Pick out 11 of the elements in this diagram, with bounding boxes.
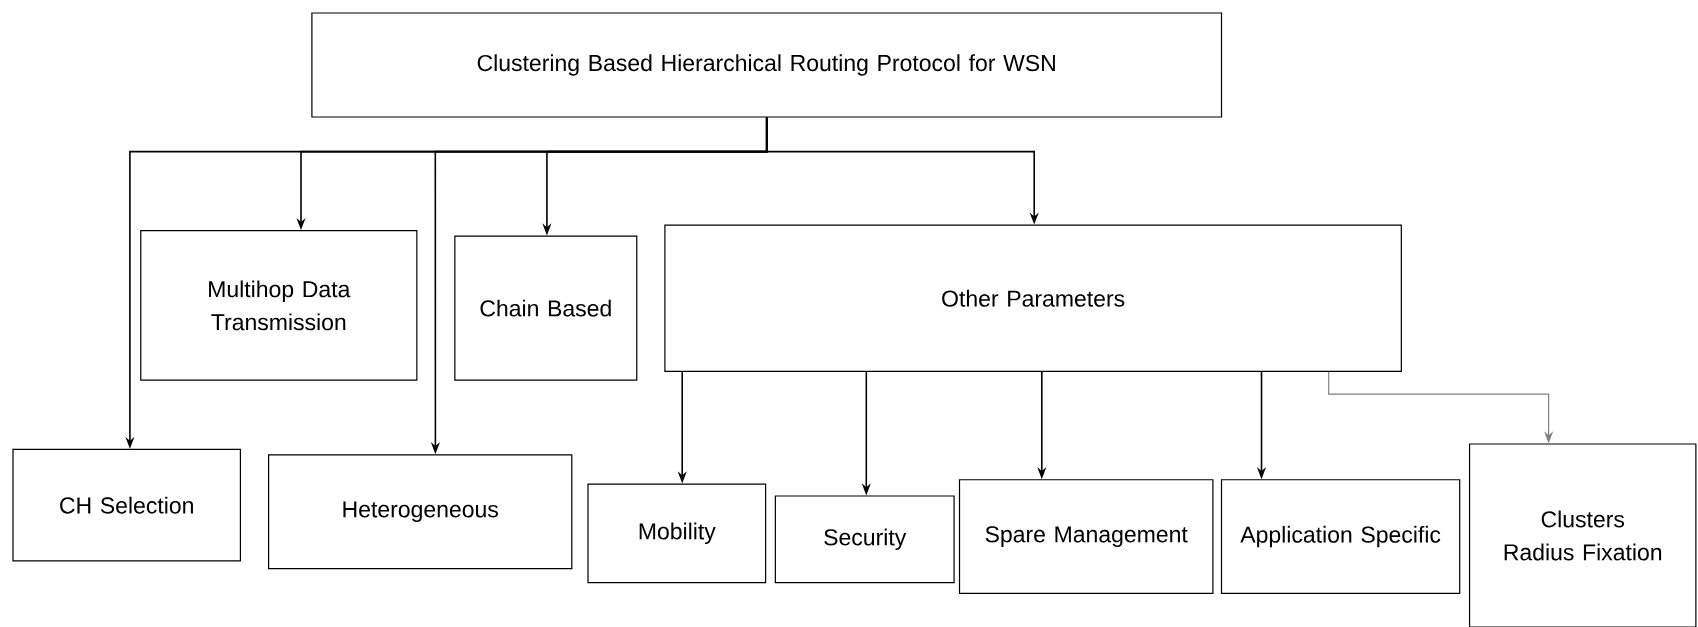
process-box: Mobility xyxy=(587,483,767,584)
process-box: Clusters Radius Fixation xyxy=(1468,443,1697,627)
process-box: Application Specific xyxy=(1220,479,1461,595)
process-box: Security xyxy=(774,495,955,584)
process-box: Heterogeneous xyxy=(268,454,573,570)
process-box: CH Selection xyxy=(12,448,241,562)
process-box: Clustering Based Hierarchical Routing Protocol for WSN xyxy=(311,12,1223,118)
process-box: Other Parameters xyxy=(664,224,1402,372)
process-box: Multihop Data Transmission xyxy=(140,230,418,381)
process-box: Chain Based xyxy=(454,235,638,381)
process-box: Spare Management xyxy=(958,479,1214,595)
